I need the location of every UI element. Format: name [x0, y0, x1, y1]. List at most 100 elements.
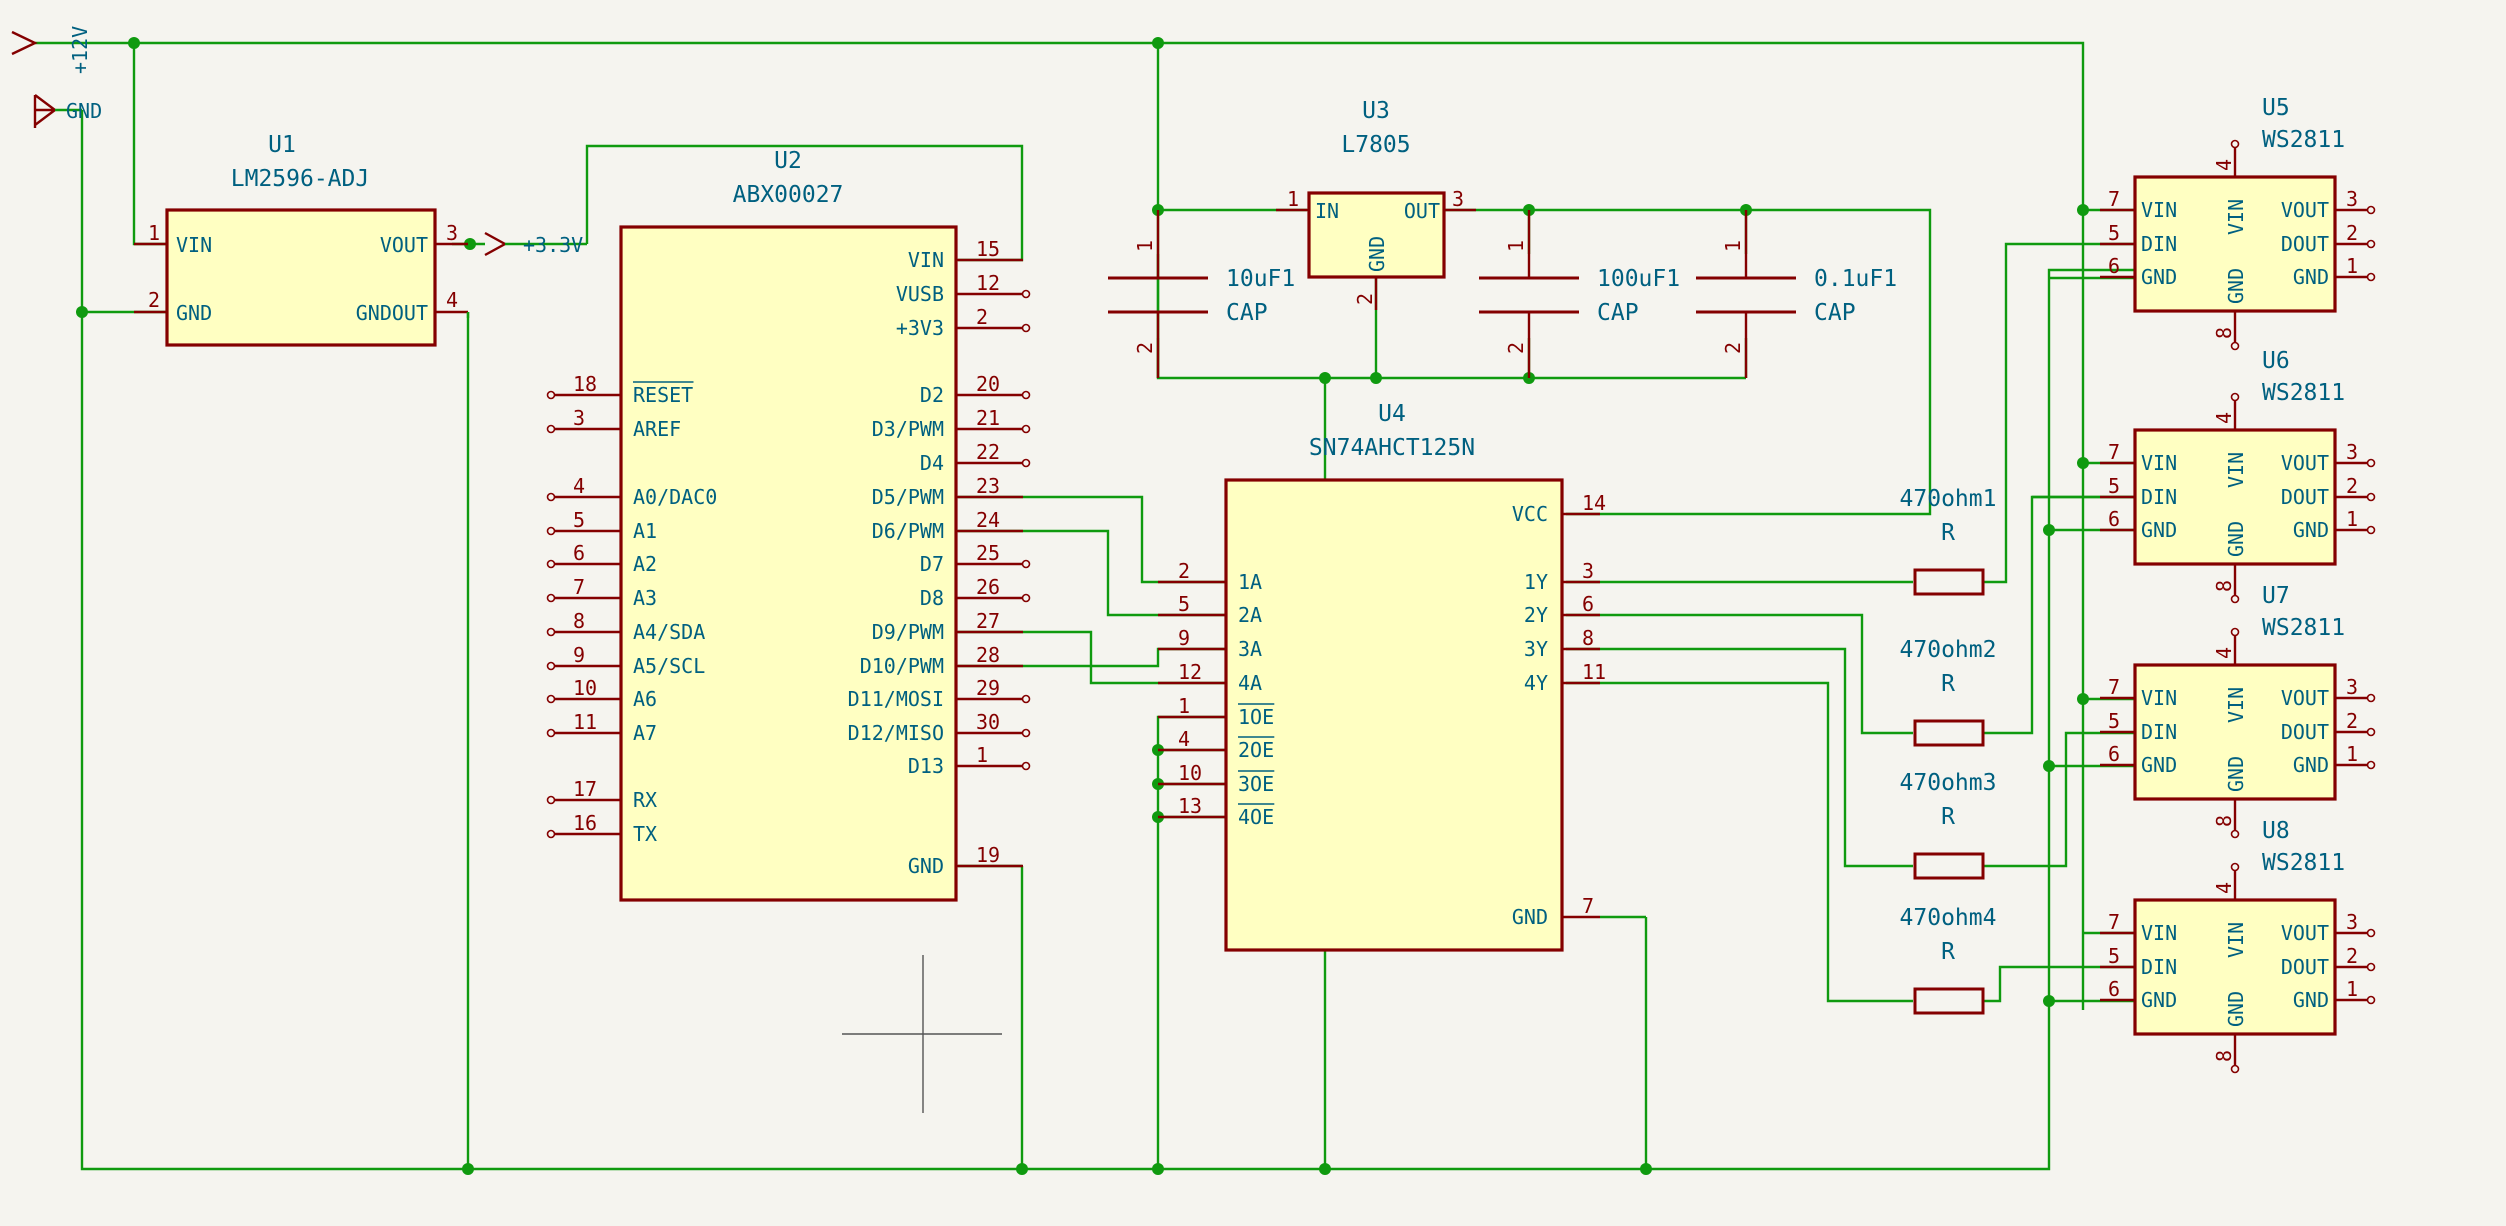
svg-text:12: 12	[976, 271, 1000, 295]
svg-text:A1: A1	[633, 519, 657, 543]
svg-text:GND: GND	[1512, 905, 1548, 929]
svg-text:VIN: VIN	[2141, 921, 2177, 945]
u4-pin-3[interactable]: 31Y	[1524, 559, 1600, 594]
svg-text:1: 1	[1287, 187, 1299, 211]
u1-lm2596[interactable]: U1 LM2596-ADJ 1 2 3 4 VIN GND VOUT GNDOU…	[134, 132, 470, 347]
svg-text:22: 22	[976, 440, 1000, 464]
svg-text:2A: 2A	[1238, 603, 1262, 627]
svg-text:1: 1	[976, 743, 988, 767]
svg-text:470ohm4: 470ohm4	[1900, 905, 1997, 931]
svg-text:1: 1	[1504, 240, 1528, 252]
svg-text:24: 24	[976, 508, 1000, 532]
svg-text:2Y: 2Y	[1524, 603, 1548, 627]
u4-value: SN74AHCT125N	[1309, 435, 1475, 461]
u3-l7805[interactable]: U3 L7805 1 3 2 IN OUT GND	[1276, 98, 1476, 310]
svg-text:7: 7	[2108, 187, 2120, 211]
u4-pin-6[interactable]: 62Y	[1524, 592, 1600, 627]
svg-text:8: 8	[1582, 626, 1594, 650]
u2-pin-18[interactable]: 18 RESET	[546, 372, 694, 407]
svg-text:A6: A6	[633, 687, 657, 711]
svg-text:19: 19	[976, 843, 1000, 867]
svg-text:R: R	[1941, 939, 1955, 965]
svg-text:VIN: VIN	[2141, 686, 2177, 710]
svg-text:2: 2	[2346, 944, 2358, 968]
svg-text:6: 6	[2108, 977, 2120, 1001]
u4-pin-8[interactable]: 83Y	[1524, 626, 1600, 661]
svg-text:VIN: VIN	[2224, 687, 2248, 723]
svg-text:VCC: VCC	[1512, 502, 1548, 526]
svg-text:GND: GND	[2141, 265, 2177, 289]
svg-text:18: 18	[573, 372, 597, 396]
u2-ref: U2	[774, 148, 802, 174]
svg-text:1: 1	[2346, 977, 2358, 1001]
svg-text:R: R	[1941, 520, 1955, 546]
svg-text:2: 2	[2346, 474, 2358, 498]
svg-text:23: 23	[976, 474, 1000, 498]
u3-ref: U3	[1362, 98, 1390, 124]
svg-text:RESET: RESET	[633, 383, 693, 407]
svg-text:13: 13	[1178, 794, 1202, 818]
svg-text:DOUT: DOUT	[2281, 232, 2329, 256]
svg-text:3: 3	[1452, 187, 1464, 211]
svg-text:1: 1	[2346, 742, 2358, 766]
svg-text:7: 7	[573, 575, 585, 599]
svg-text:1A: 1A	[1238, 570, 1262, 594]
u2-pin-2[interactable]: 2+3V3	[896, 305, 1031, 340]
svg-text:CAP: CAP	[1814, 300, 1856, 326]
cursor-crosshair	[842, 955, 1002, 1113]
svg-text:GND: GND	[2141, 753, 2177, 777]
